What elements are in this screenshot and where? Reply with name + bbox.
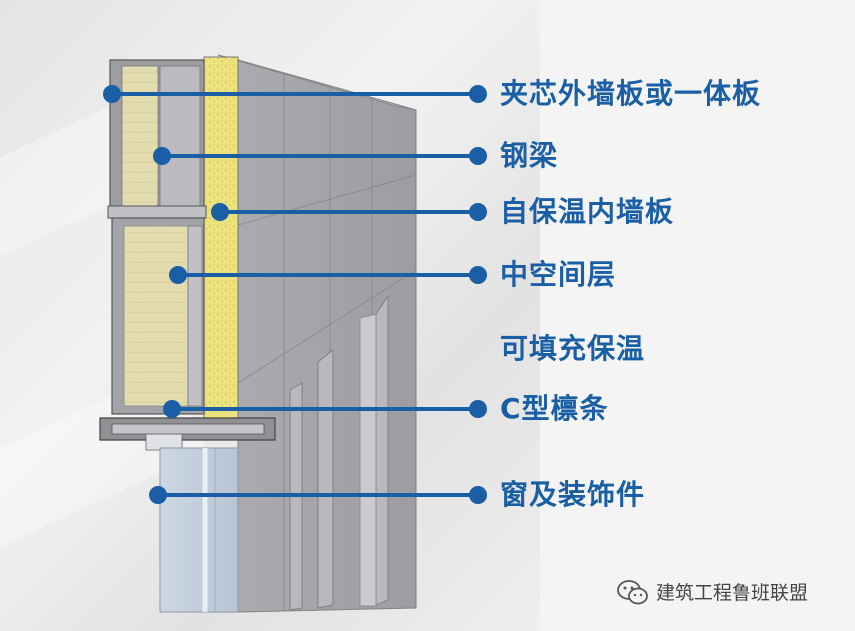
watermark: 建筑工程鲁班联盟 [616, 576, 808, 610]
label-fillable-insulation: 可填充保温 [500, 332, 646, 365]
label-air-cavity: 中空间层 [500, 258, 617, 291]
c-purlin-web [187, 225, 203, 407]
label-sandwich-panel: 夹芯外墙板或一体板 [500, 77, 762, 110]
window-glazing [159, 447, 239, 613]
watermark-text: 建筑工程鲁班联盟 [656, 582, 809, 604]
label-inner-wall-panel: 自保温内墙板 [500, 195, 675, 228]
wechat-icon [617, 580, 648, 605]
ledge-top [111, 423, 265, 435]
foam-insulation [203, 56, 239, 441]
beam-infill [121, 65, 159, 207]
label-c-purlin: C型檩条 [500, 392, 609, 425]
beam-web [159, 65, 201, 207]
cavity-infill [123, 225, 189, 407]
label-steel-beam: 钢梁 [500, 139, 559, 172]
beam-flange [107, 205, 207, 219]
leader-lines [112, 92, 478, 497]
window-fins [289, 294, 389, 611]
background-right [540, 0, 855, 631]
label-window-decor: 窗及装饰件 [500, 478, 646, 511]
leader-dots [103, 85, 487, 504]
